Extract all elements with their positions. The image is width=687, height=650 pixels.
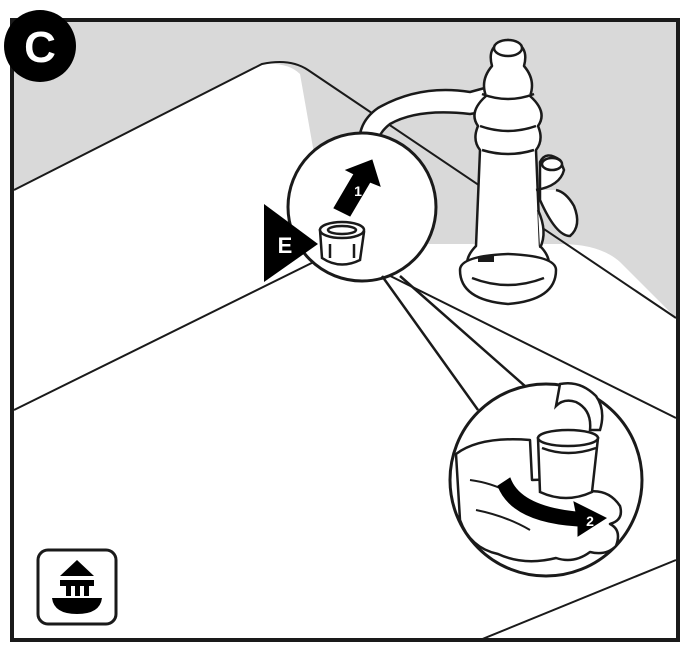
- aerator-part: [320, 222, 364, 265]
- rotate-arrow-number: 2: [586, 513, 594, 529]
- step-letter: C: [24, 23, 56, 72]
- detail-circle-aerator: 1: [288, 133, 436, 281]
- step-badge: C: [4, 10, 76, 82]
- aerator-in-hand: [538, 430, 598, 498]
- sink-faucet-icon: [38, 550, 116, 624]
- lift-arrow-number: 1: [354, 183, 362, 199]
- detail-circle-hand: 2: [450, 383, 642, 576]
- callout-e-label: E: [278, 233, 293, 258]
